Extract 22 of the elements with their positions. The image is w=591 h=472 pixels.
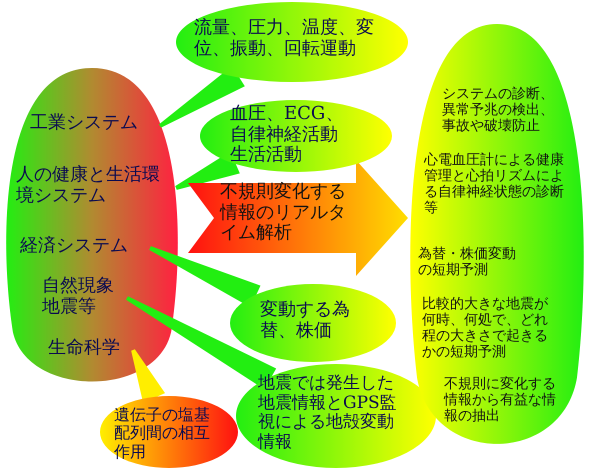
bubble-text: 血圧、ECG、自律神経活動生活活動 xyxy=(230,104,344,166)
edge-label: 不規則変化する情報のリアルタイム解析 xyxy=(220,182,347,244)
speech-bubble xyxy=(230,284,396,362)
bubble-text: 心電血圧計による健康管理と心拍リズムによる自律神経状態の診断等 xyxy=(424,152,565,216)
bubble-text: 為替・株価変動の短期予測 xyxy=(418,246,517,278)
bubble-text: 遺伝子の塩基配列間の相互作用 xyxy=(114,406,211,462)
label-text: 工業システム xyxy=(30,113,139,134)
bubble-text: 地震では発生した地震情報とGPS監視による地殻変動情報 xyxy=(258,374,398,452)
label-text: 生命科学 xyxy=(48,338,121,359)
speech-bubble xyxy=(236,364,436,468)
speech-bubble xyxy=(176,2,408,82)
label-text: 自然現象地震等 xyxy=(42,276,115,318)
bubble-text: 流量、圧力、温度、変位、振動、回転運動 xyxy=(194,18,375,60)
label-text: 人の健康と生活環境システム xyxy=(16,165,161,206)
bubble-text: 不規則に変化する情報から有益な情報の抽出 xyxy=(444,376,557,424)
block-arrow xyxy=(188,160,408,276)
bubble-text: 変動する為替、株価 xyxy=(260,300,351,342)
speech-bubble xyxy=(200,100,392,172)
bubble-text: 比較的大きな地震が何時、何処で、どれ程の大きさで起きるかの短期予測 xyxy=(422,296,549,360)
label-text: 経済システム xyxy=(20,236,129,257)
bubble-text: システムの診断、異常予兆の検出、事故や破壊防止 xyxy=(442,86,555,134)
speech-bubble xyxy=(100,396,238,468)
